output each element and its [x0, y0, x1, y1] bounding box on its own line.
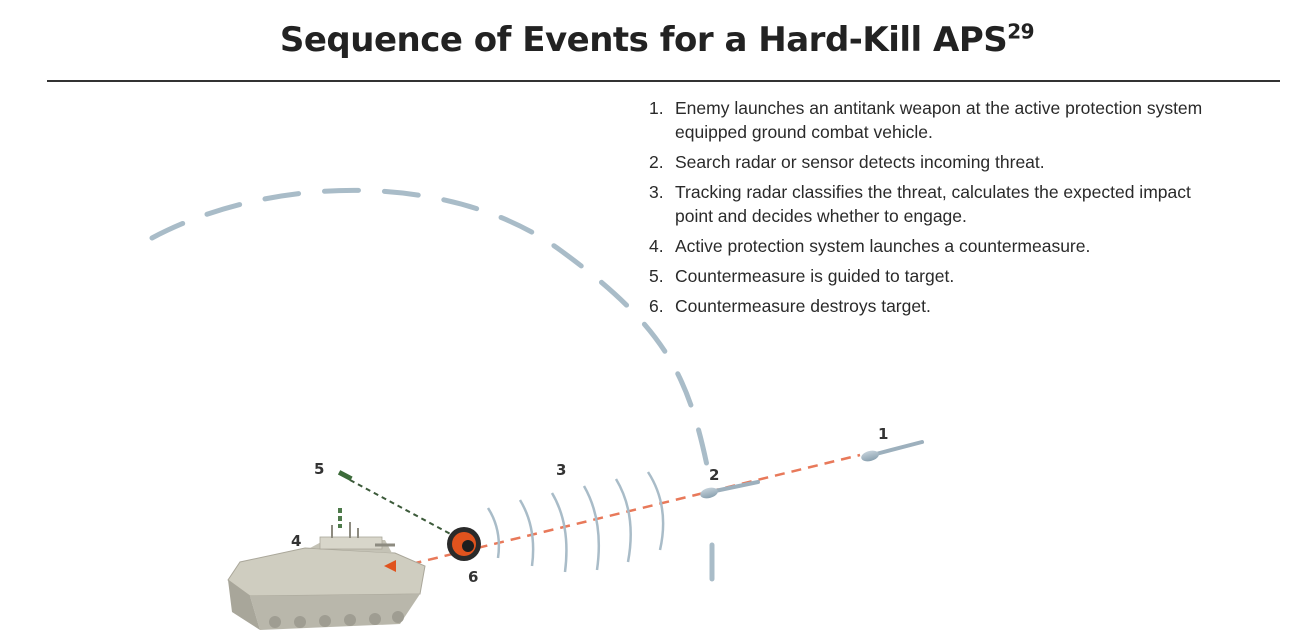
- list-item: 2.Search radar or sensor detects incomin…: [649, 152, 1045, 172]
- label-6: 6: [468, 568, 478, 586]
- list-item: 1.Enemy launches an antitank weapon at t…: [649, 98, 1203, 142]
- list-item: 6.Countermeasure destroys target.: [649, 296, 931, 316]
- title-footnote: 29: [1007, 19, 1035, 44]
- event-sequence-list: 1.Enemy launches an antitank weapon at t…: [649, 96, 1209, 324]
- impact-point-marker: [384, 560, 396, 572]
- countermeasure-guidance-path: [349, 479, 459, 539]
- title-divider: [47, 80, 1280, 82]
- label-4: 4: [291, 532, 301, 550]
- label-1: 1: [878, 425, 888, 443]
- label-5: 5: [314, 460, 324, 478]
- list-item: 5.Countermeasure is guided to target.: [649, 266, 955, 286]
- explosion-icon: [447, 527, 481, 561]
- label-3: 3: [556, 461, 566, 479]
- detected-missile-icon: [700, 480, 760, 499]
- list-item: 4.Active protection system launches a co…: [649, 236, 1091, 256]
- page-title: Sequence of Events for a Hard-Kill APS29: [279, 19, 1035, 60]
- combat-vehicle-icon: [227, 522, 426, 630]
- list-item: 3.Tracking radar classifies the threat, …: [649, 182, 1191, 226]
- tracking-radar-waves: [486, 471, 665, 573]
- countermeasure-icon: [337, 470, 353, 482]
- label-2: 2: [709, 466, 719, 484]
- incoming-missile-icon: [861, 440, 924, 462]
- search-radar-arc: [149, 187, 713, 483]
